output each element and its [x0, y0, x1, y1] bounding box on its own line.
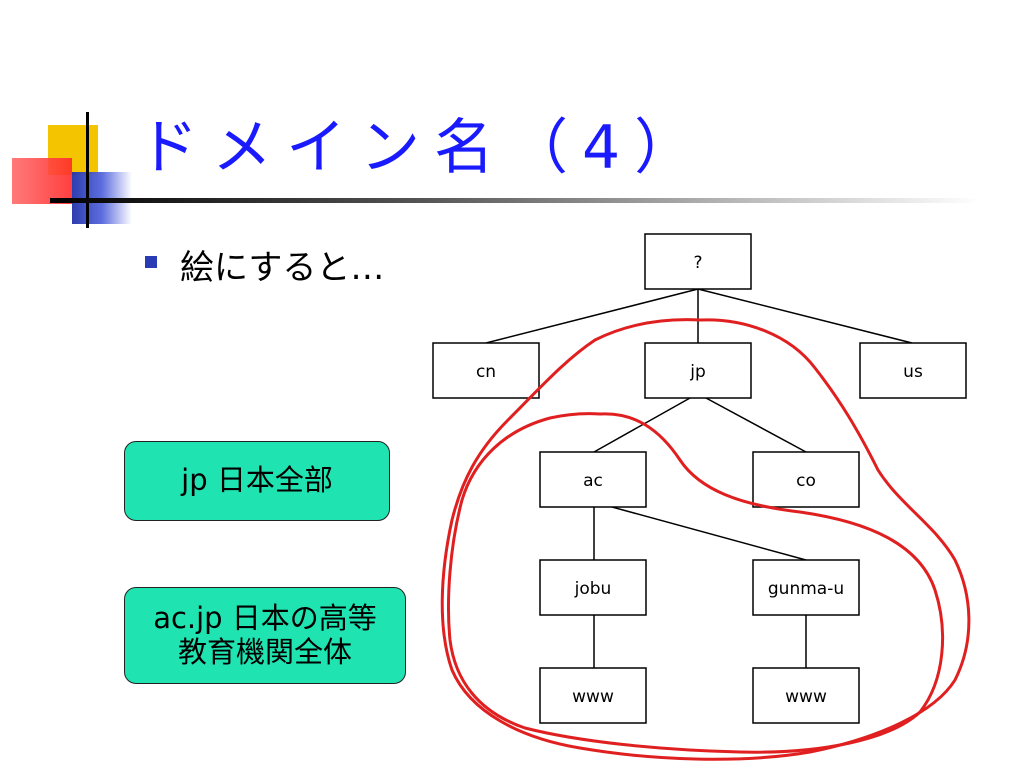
- edge-root-us: [697, 288, 913, 344]
- tree-edges: [485, 288, 913, 668]
- bullet-text: 絵にすると…: [180, 248, 385, 288]
- node-gunma: [752, 559, 860, 616]
- decor-red-square: [12, 158, 72, 204]
- page-title: ドメイン名（4）: [138, 113, 709, 183]
- bullet-icon: [145, 256, 157, 268]
- edge-jp-ac: [593, 397, 691, 453]
- node-gunma-label: gunma-u: [768, 579, 844, 599]
- node-www-2: [752, 667, 860, 724]
- highlight-ac-loop: [447, 412, 944, 754]
- node-us-label: us: [903, 362, 923, 382]
- node-cn-label: cn: [476, 362, 496, 382]
- node-ac: [539, 451, 647, 508]
- highlight-jp-loop: [440, 318, 971, 761]
- note-acjp-line1: ac.jp 日本の高等: [153, 601, 377, 636]
- node-jobu: [539, 559, 647, 616]
- node-jobu-label: jobu: [574, 579, 612, 599]
- edge-root-cn: [485, 288, 699, 344]
- node-co: [752, 451, 860, 508]
- node-us: [859, 342, 967, 399]
- note-jp-text: jp 日本全部: [181, 463, 333, 498]
- edge-jp-co: [705, 397, 807, 453]
- node-co-label: co: [796, 471, 816, 491]
- node-www-1: [539, 667, 647, 724]
- edge-ac-gunma: [611, 506, 807, 561]
- note-acjp: ac.jp 日本の高等 教育機関全体: [124, 587, 406, 684]
- node-jp-label: jp: [689, 362, 706, 382]
- node-ac-label: ac: [583, 471, 603, 491]
- node-root: [644, 233, 752, 290]
- title-underline: [50, 198, 980, 203]
- decor-vertical-line: [86, 112, 89, 228]
- node-root-label: ?: [693, 253, 702, 273]
- node-jp: [644, 342, 752, 399]
- node-cn: [432, 342, 540, 399]
- node-www-2-label: www: [785, 687, 827, 707]
- node-www-1-label: www: [572, 687, 614, 707]
- note-acjp-line2: 教育機関全体: [177, 634, 352, 669]
- note-jp: jp 日本全部: [124, 441, 390, 521]
